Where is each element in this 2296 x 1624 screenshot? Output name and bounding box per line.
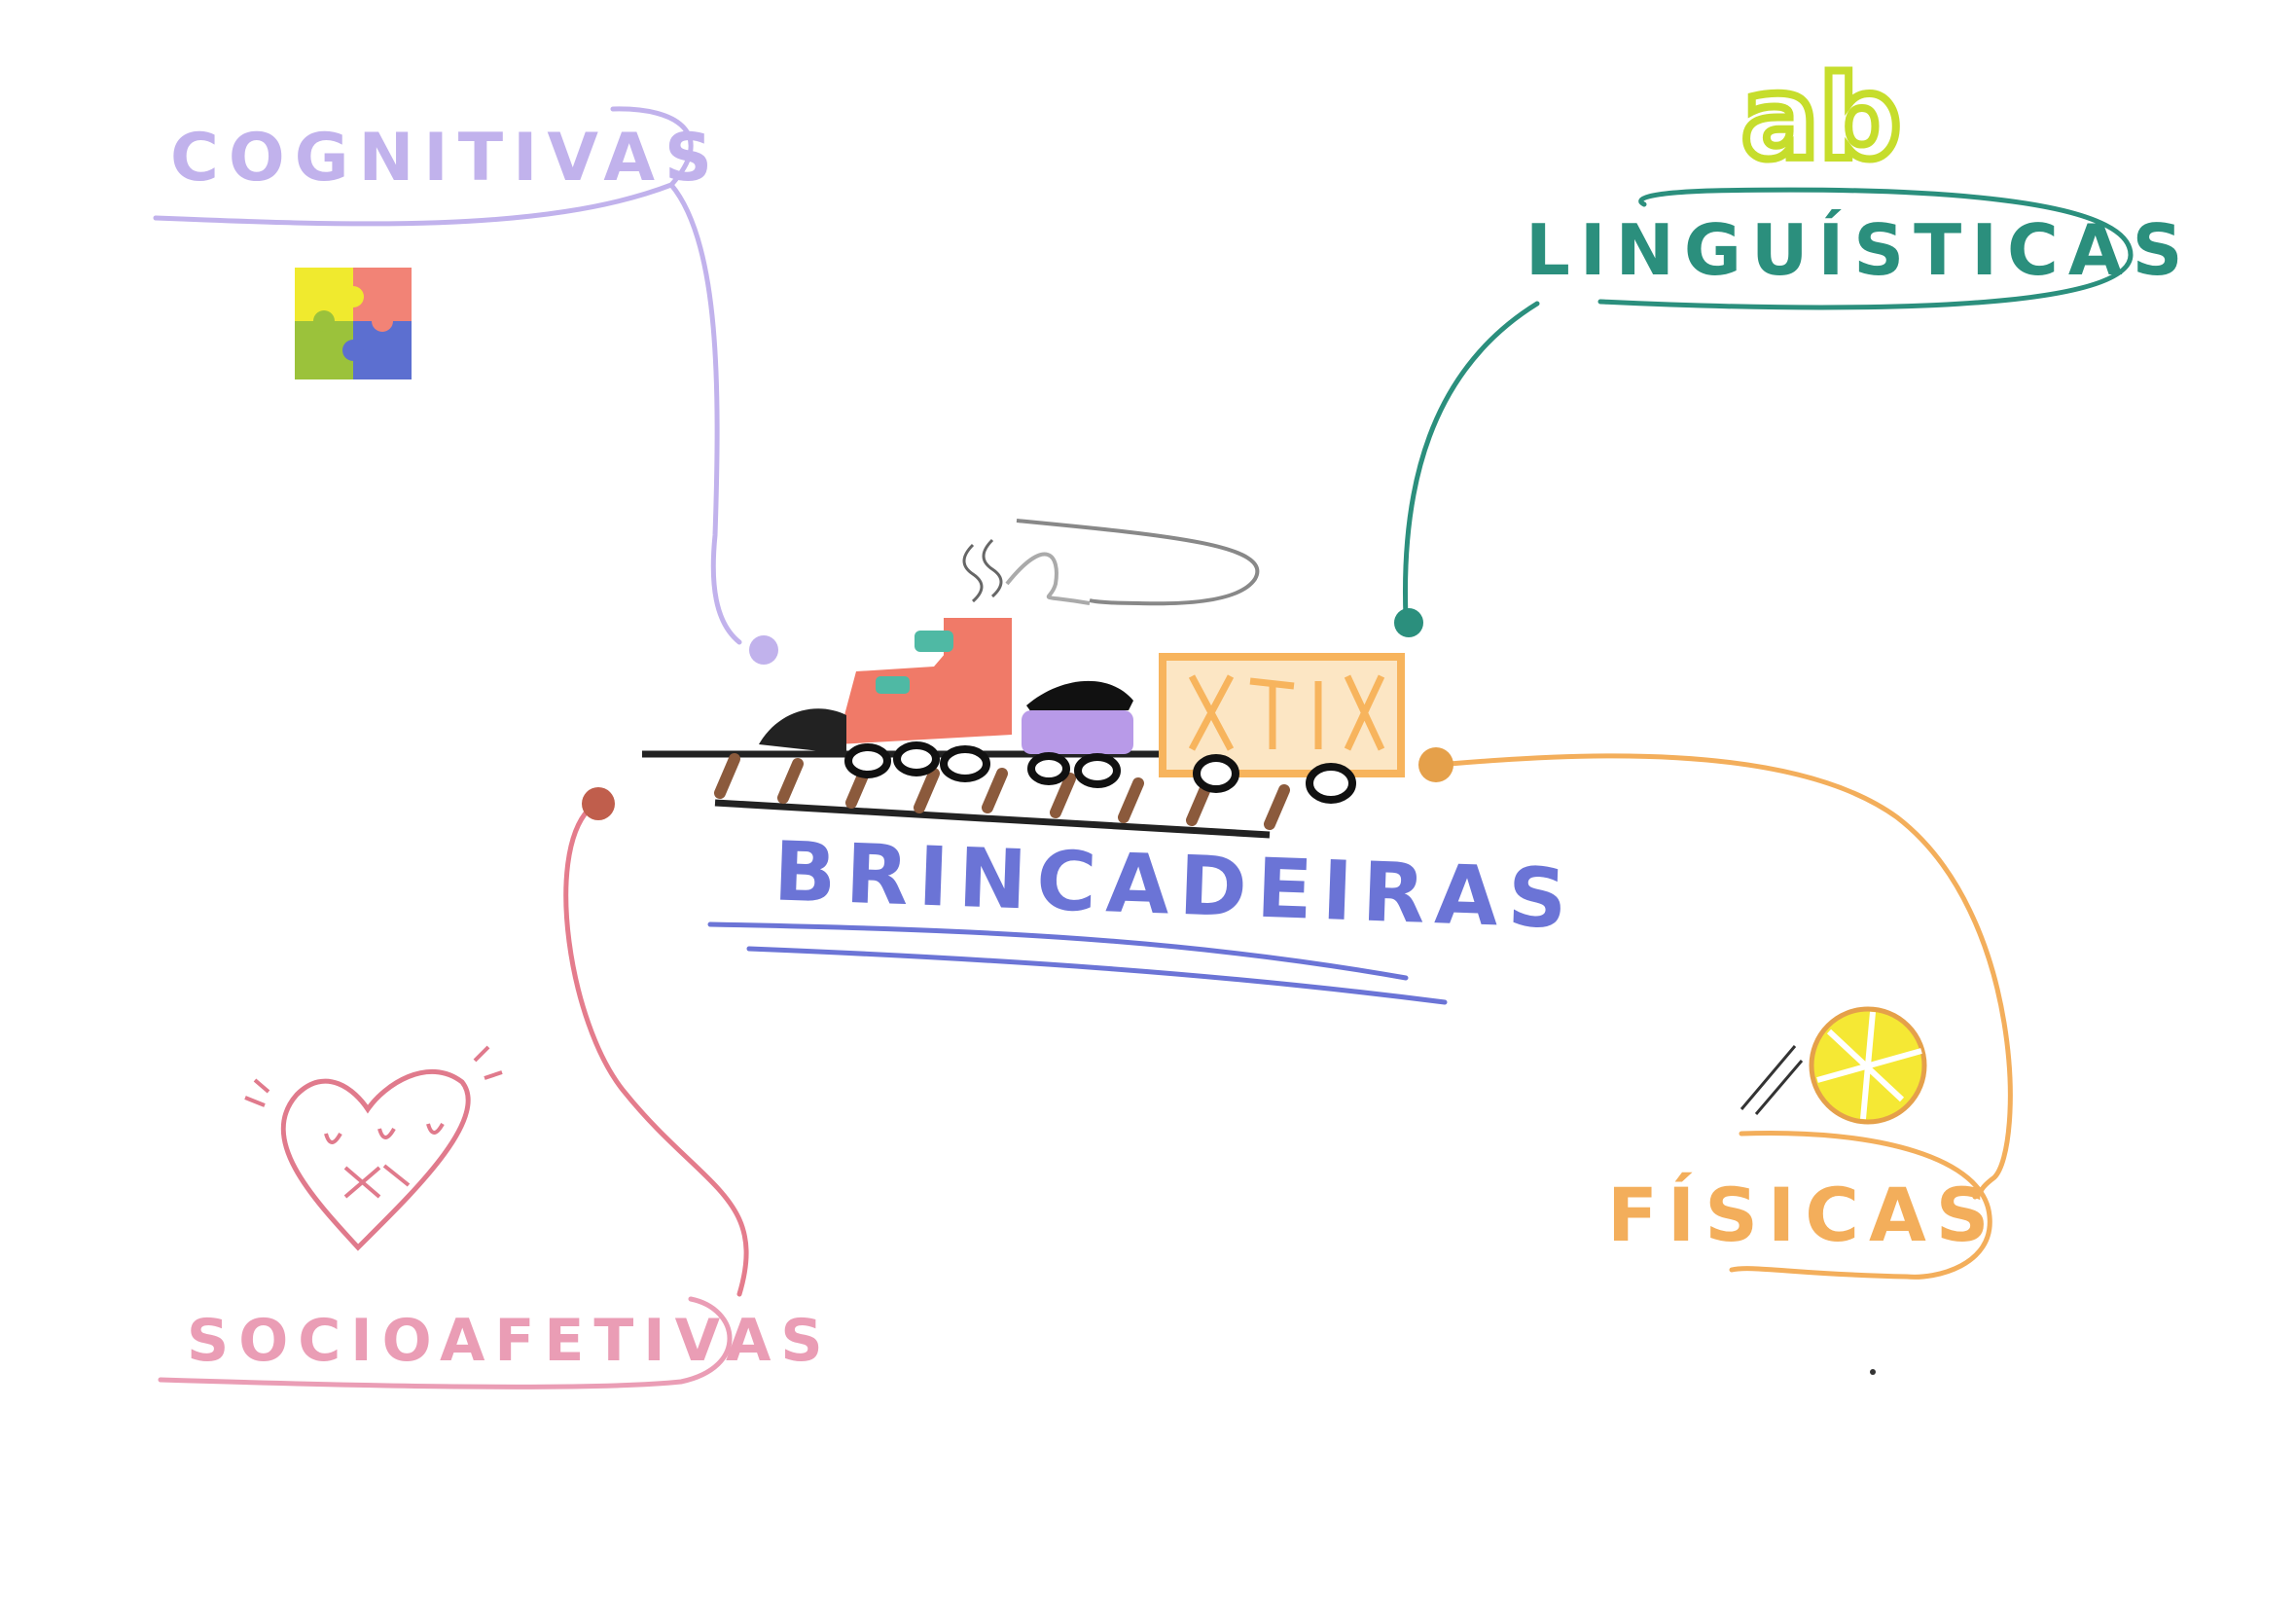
- linguisticas-oval: [1597, 187, 2134, 310]
- cognitivas-label: COGNITIVAS: [170, 120, 722, 197]
- center-underline-1: [707, 921, 1409, 981]
- socioafetivas-label: SOCIOAFETIVAS: [187, 1307, 833, 1375]
- train-icon: [642, 519, 1405, 839]
- linguisticas-label: LINGUÍSTICAS: [1525, 209, 2192, 291]
- smiling-heart-icon: [244, 1045, 503, 1251]
- connector-socioafetivas-dot: [582, 787, 615, 820]
- connector-cognitivas-dot: [749, 635, 778, 665]
- branch-fisicas[interactable]: FÍSICAS: [1607, 1130, 1999, 1280]
- connector-socioafetivas: [563, 807, 749, 1297]
- fisicas-oval: [1729, 1130, 1992, 1280]
- cognitivas-underline: [153, 106, 694, 227]
- socioafetivas-underline: [158, 1296, 733, 1389]
- connector-fisicas-dot: [1418, 747, 1453, 782]
- ab-letters-text: ab: [1741, 51, 1901, 185]
- fisicas-label: FÍSICAS: [1607, 1172, 1999, 1258]
- ball-icon: [1740, 1006, 1927, 1125]
- branch-cognitivas[interactable]: COGNITIVAS: [153, 106, 722, 227]
- connector-linguisticas: [1403, 301, 1540, 621]
- branch-linguisticas[interactable]: LINGUÍSTICAS: [1525, 187, 2192, 310]
- stray-mark: [1870, 1369, 1876, 1375]
- connector-cognitivas: [668, 182, 742, 645]
- connector-linguisticas-dot: [1394, 608, 1423, 637]
- ab-letters-icon: ab: [1738, 47, 1905, 189]
- branch-socioafetivas[interactable]: SOCIOAFETIVAS: [158, 1296, 833, 1389]
- connector-fisicas: [1447, 753, 2013, 1200]
- puzzle-icon: [295, 268, 412, 379]
- center-underline-2: [746, 946, 1448, 1005]
